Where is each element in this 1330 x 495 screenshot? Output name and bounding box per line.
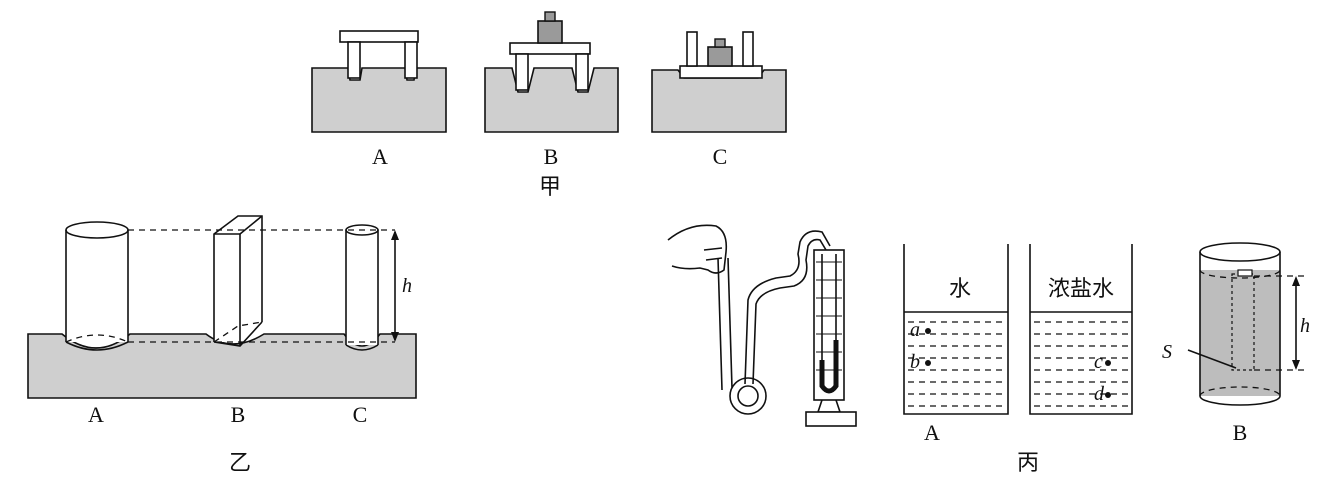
hand-icon <box>667 224 728 274</box>
figure-yi: h A B C 乙 <box>27 215 417 476</box>
beaker-left-label: 水 <box>949 277 971 302</box>
yi-label-c: C <box>353 402 368 427</box>
jia-label-b: B <box>544 144 559 169</box>
yi-cylinder-c <box>345 224 379 351</box>
yi-height-symbol: h <box>402 275 412 297</box>
beaker-right-label: 浓盐水 <box>1048 277 1114 302</box>
figure-caption-yi: 乙 <box>229 451 251 476</box>
point-b-label: b <box>910 351 920 373</box>
bing-label-a: A <box>924 420 940 445</box>
weight-icon <box>707 46 733 67</box>
jia-panel-a: A <box>311 30 447 169</box>
bing-label-b: B <box>1233 420 1248 445</box>
figure-bing-cylinder: h S B <box>1162 242 1310 445</box>
jia-panel-b: B <box>484 11 619 169</box>
yi-prism-b <box>213 215 263 347</box>
bing-height-symbol: h <box>1300 315 1310 337</box>
figure-jia: A B C 甲 <box>311 11 787 200</box>
figure-caption-bing: 丙 <box>1017 451 1039 476</box>
weight-icon <box>537 20 563 44</box>
yi-label-a: A <box>88 402 104 427</box>
point-a-label: a <box>910 319 920 341</box>
point-d-label: d <box>1094 383 1105 405</box>
area-symbol: S <box>1162 341 1172 363</box>
jia-label-a: A <box>372 144 388 169</box>
jia-panel-c: C <box>651 31 787 169</box>
figure-caption-jia: 甲 <box>539 175 561 200</box>
figure-bing-manometer <box>667 224 857 427</box>
yi-cylinder-a <box>65 221 129 351</box>
probe-head-icon <box>729 377 767 415</box>
figure-bing-beakers: 水 a b 浓盐水 c d A <box>903 244 1133 445</box>
yi-label-b: B <box>231 402 246 427</box>
point-c-label: c <box>1094 351 1103 373</box>
jia-label-c: C <box>713 144 728 169</box>
